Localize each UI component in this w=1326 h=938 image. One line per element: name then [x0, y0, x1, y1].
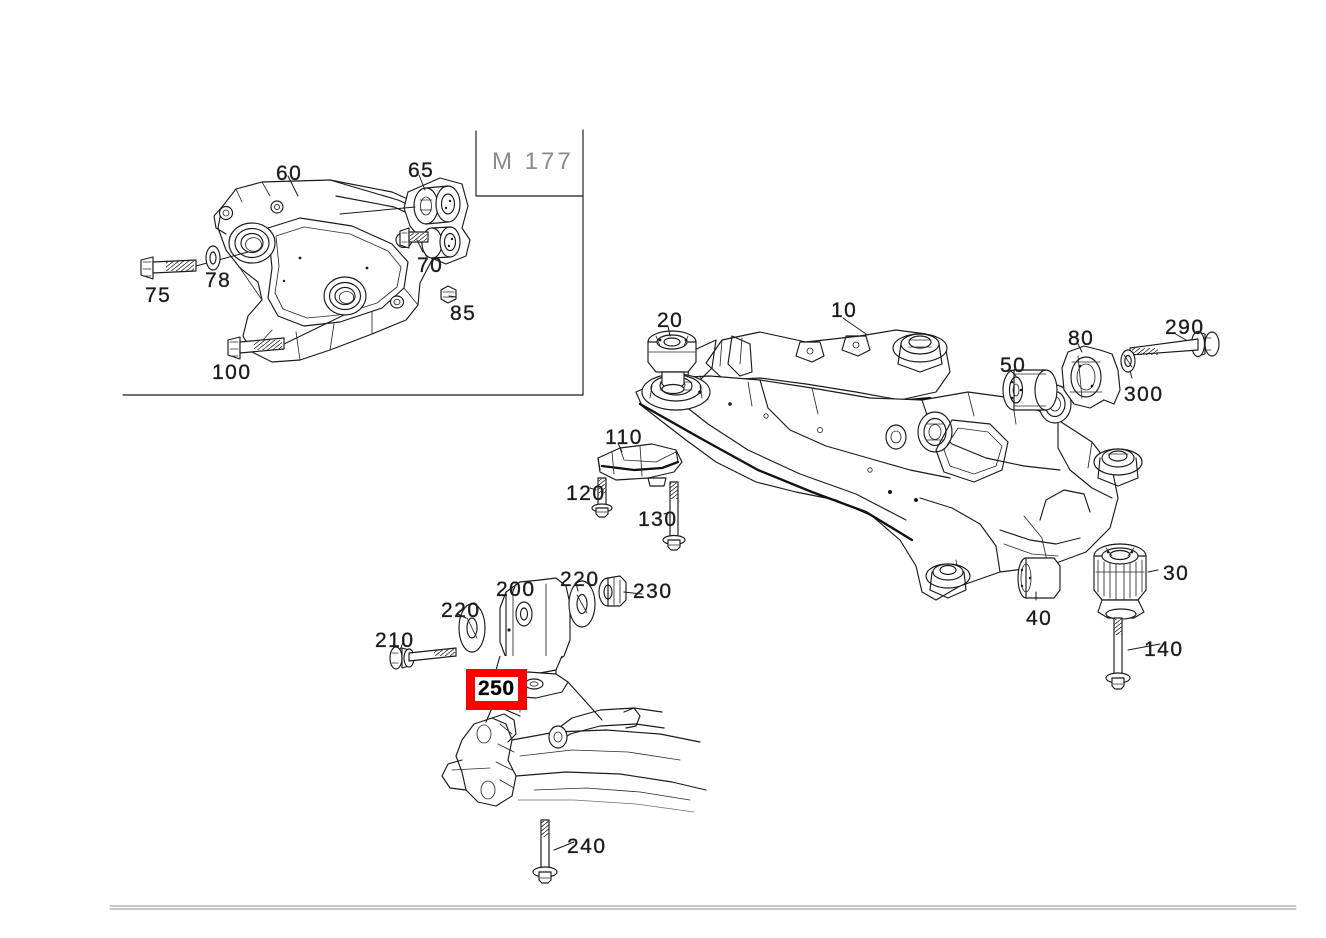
washer-part-300	[1120, 349, 1136, 373]
bolt-part-140	[1105, 617, 1131, 690]
rear-right-mount-boss	[892, 333, 948, 373]
reinforcement-plate-part-110	[597, 443, 683, 487]
callout-120-bolt: 120	[566, 482, 606, 505]
washer-part-220-right	[568, 580, 596, 628]
callout-230-nut-cap: 230	[633, 580, 673, 603]
inset-bushing-pair-part-65	[403, 177, 471, 265]
callout-20-front-mount-bushing: 20	[657, 309, 684, 332]
callout-210-bolt: 210	[375, 629, 415, 652]
mount-bracket-part-80	[1061, 345, 1121, 409]
bolt-part-130	[662, 481, 686, 551]
callout-220-washer: 220	[441, 599, 481, 622]
bolt-part-210	[389, 646, 457, 670]
callout-110-reinforcement-plate: 110	[605, 426, 643, 449]
callout-30-rear-mount-bushing: 30	[1163, 562, 1190, 585]
callout-130-bolt-long: 130	[638, 508, 678, 531]
callout-60-rear-axle-carrier-bracket: 60	[276, 162, 303, 185]
callout-240-bolt-long: 240	[567, 835, 607, 858]
callout-75-bolt-long: 75	[145, 284, 172, 307]
footer-separator	[109, 905, 1297, 910]
washer-part-220-left	[458, 603, 486, 653]
callout-80-mount-bracket: 80	[1068, 327, 1095, 350]
inset-bolt-part-75	[140, 251, 249, 280]
bolt-part-290	[1129, 330, 1220, 358]
bolt-part-120	[591, 477, 613, 518]
right-outer-mount-boss	[1093, 448, 1143, 487]
callout-140-bolt-long: 140	[1144, 638, 1184, 661]
callout-50-rubber-bushing: 50	[1000, 354, 1027, 377]
callout-290-bolt-long: 290	[1165, 316, 1205, 339]
inset-leader-lines	[287, 174, 457, 298]
callout-78-washer: 78	[205, 269, 232, 292]
inset-nut-part-85	[440, 285, 457, 304]
callout-250-mounting-plate: 250	[466, 669, 527, 710]
callout-65-bushing-pair: 65	[408, 159, 435, 182]
callout-300-washer: 300	[1124, 383, 1164, 406]
callout-70-bolt: 70	[417, 254, 444, 277]
callout-40-spacer-sleeve: 40	[1026, 607, 1053, 630]
mount-bushing-part-20	[647, 330, 697, 395]
differential-mount-part-200	[495, 577, 571, 685]
variant-bracket	[475, 130, 584, 197]
inset-panel-border	[122, 129, 584, 396]
inset-washer-part-78	[205, 245, 221, 271]
rear-axle-knuckle-context	[441, 681, 707, 813]
bolt-part-240	[532, 819, 558, 884]
variant-label-m177: M 177	[492, 148, 574, 175]
callout-220-washer: 220	[560, 568, 600, 591]
cap-nut-part-230	[598, 575, 627, 607]
lower-mount-boss	[925, 563, 971, 599]
inset-bolt-part-70	[399, 227, 429, 249]
rubber-bushing-part-50	[1002, 369, 1058, 411]
callout-85-nut: 85	[450, 302, 477, 325]
main-leader-lines	[399, 317, 1187, 851]
callout-highlight-inner: 250	[475, 677, 518, 701]
callout-10-rear-axle-subframe-carrier: 10	[831, 299, 858, 322]
inset-bolt-part-100	[227, 314, 345, 360]
subframe-carrier-part-10	[635, 329, 1143, 601]
spacer-sleeve-part-40	[1017, 557, 1061, 599]
callout-100-bolt-long: 100	[212, 361, 252, 384]
rear-mount-bushing-part-30	[1093, 543, 1147, 620]
callout-200-differential-mount: 200	[496, 578, 536, 601]
